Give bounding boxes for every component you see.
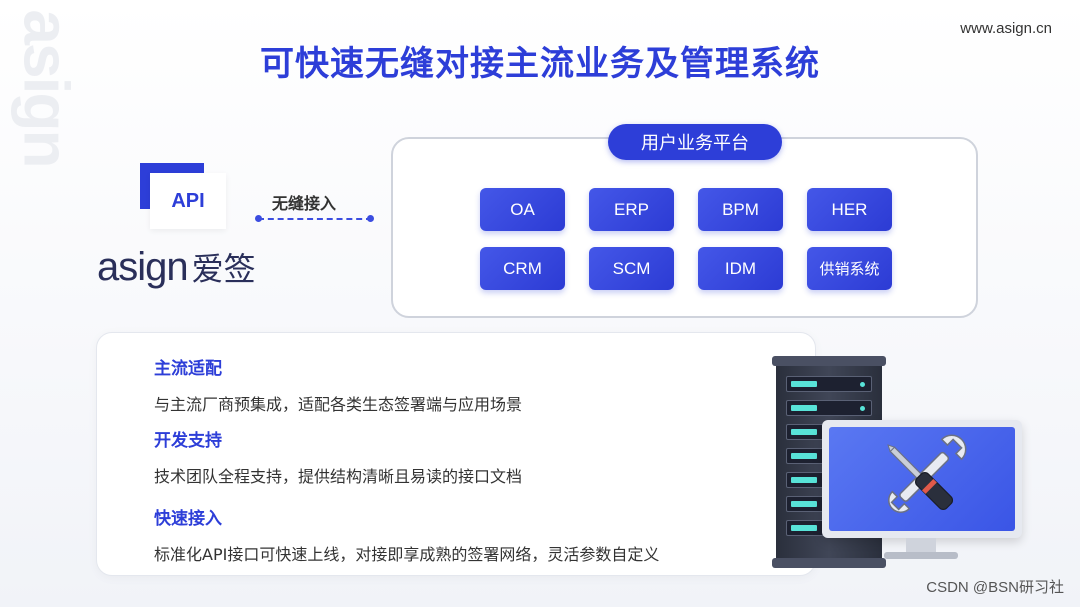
connector-dot-start — [255, 215, 262, 222]
system-idm[interactable]: IDM — [698, 247, 783, 290]
system-oa[interactable]: OA — [480, 188, 565, 231]
server-slot — [786, 400, 872, 416]
system-scm[interactable]: SCM — [589, 247, 674, 290]
api-logo: API — [140, 163, 230, 235]
feature-title: 主流适配 — [154, 359, 222, 379]
feature-title: 开发支持 — [154, 431, 222, 451]
system-crm[interactable]: CRM — [480, 247, 565, 290]
logo-corner-vertical — [140, 163, 150, 209]
connector-label: 无缝接入 — [272, 194, 337, 213]
wrench-screwdriver-icon — [887, 434, 967, 513]
feature-item: 快速接入 标准化API接口可快速上线，对接即享成熟的签署网络，灵活参数自定义 — [154, 504, 659, 565]
system-erp[interactable]: ERP — [589, 188, 674, 231]
watermark-text: asign — [11, 9, 83, 167]
brand-chinese: 爱签 — [191, 250, 256, 288]
system-grid: OA ERP BPM HER CRM SCM IDM 供销系统 — [480, 188, 892, 290]
system-supply-sales[interactable]: 供销系统 — [807, 247, 892, 290]
system-bpm[interactable]: BPM — [698, 188, 783, 231]
system-her[interactable]: HER — [807, 188, 892, 231]
feature-item: 开发支持 技术团队全程支持，提供结构清晰且易读的接口文档 — [154, 426, 522, 487]
page-title: 可快速无缝对接主流业务及管理系统 — [260, 44, 820, 84]
monitor-screen — [829, 427, 1015, 531]
brand-logo: asign 爱签 — [97, 244, 256, 289]
server-rack-icon — [772, 356, 886, 568]
monitor-base — [884, 552, 958, 559]
monitor-neck — [906, 538, 936, 552]
brand-latin: asign — [97, 245, 189, 289]
platform-title: 用户业务平台 — [608, 124, 782, 160]
feature-desc: 技术团队全程支持，提供结构清晰且易读的接口文档 — [154, 467, 523, 486]
feature-title: 快速接入 — [154, 509, 222, 529]
api-label: API — [150, 173, 226, 229]
feature-desc: 与主流厂商预集成，适配各类生态签署端与应用场景 — [154, 395, 523, 414]
footer-credit: CSDN @BSN研习社 — [926, 579, 1064, 596]
server-slot — [786, 376, 872, 392]
feature-item: 主流适配 与主流厂商预集成，适配各类生态签署端与应用场景 — [154, 354, 522, 415]
monitor-icon — [822, 420, 1022, 538]
connector-dot-end — [367, 215, 374, 222]
connector-line — [258, 218, 372, 220]
feature-desc: 标准化API接口可快速上线，对接即享成熟的签署网络，灵活参数自定义 — [154, 545, 660, 564]
site-url[interactable]: www.asign.cn — [960, 20, 1052, 37]
logo-corner-horizontal — [140, 163, 204, 173]
brand-watermark: asign — [11, 8, 83, 168]
features-panel — [96, 332, 816, 576]
